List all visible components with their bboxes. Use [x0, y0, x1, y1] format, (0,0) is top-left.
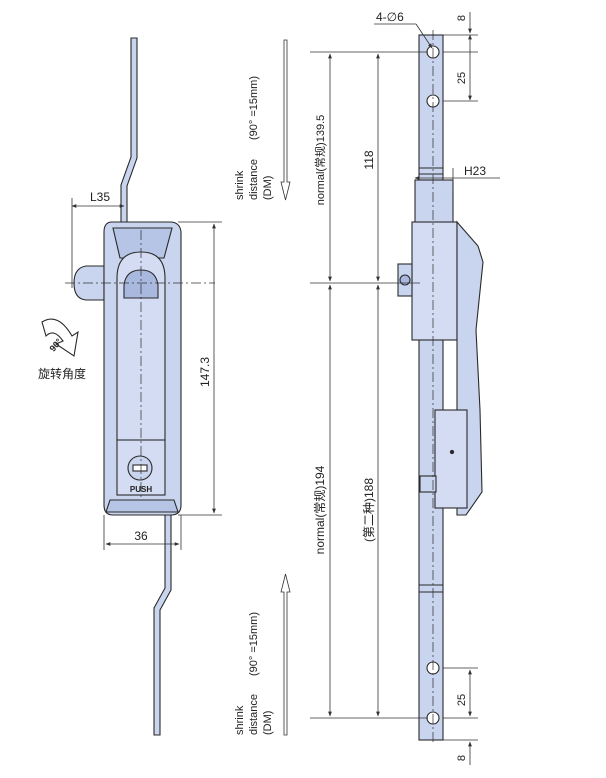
dim-147 [178, 221, 222, 516]
rotation-arrow-icon [41, 318, 79, 357]
lower-rod [153, 509, 172, 736]
dim-long [310, 51, 428, 719]
shrink-bot-line2: distance [248, 694, 260, 735]
key-slot [132, 464, 148, 472]
dim-h23 [414, 168, 500, 186]
dim-bottom-pitch: 25 [456, 694, 468, 706]
push-label: PUSH [130, 485, 152, 494]
dim-bottom-small [443, 667, 478, 765]
side-rod [418, 34, 444, 741]
shrink-top-line1: shrink [234, 170, 246, 200]
shrink-bot-line3: (DM) [262, 711, 274, 735]
dim-bottom-gap: 8 [456, 755, 468, 761]
hinge-block [414, 179, 454, 226]
front-view [73, 37, 182, 736]
dim-top-small [443, 12, 478, 102]
side-housing [411, 221, 458, 341]
shrink-top-line3: (DM) [262, 176, 274, 200]
dim-36-text: 36 [134, 529, 148, 543]
side-view [397, 30, 484, 745]
dim-top-gap: 8 [456, 15, 468, 21]
dim-36 [103, 515, 182, 550]
rotation-angle-label: 旋转角度 [38, 366, 86, 381]
shrink-bot-angle: (90° =15mm) [248, 612, 260, 676]
shrink-arrow-bottom [280, 573, 291, 736]
handle-bezel [112, 227, 173, 259]
upper-rod [120, 37, 138, 223]
shrink-arrow-top [280, 39, 291, 201]
shrink-top-line2: distance [248, 159, 260, 200]
lock-body-side [434, 409, 468, 509]
dim-h23-text: H23 [464, 164, 486, 178]
holes-label: 4-∅6 [376, 10, 404, 24]
dim-normal-upper: normal(常规)139.5 [313, 115, 327, 205]
dim-l35 [71, 198, 125, 288]
dim-normal-lower: normal(常规)194 [312, 465, 327, 554]
dim-top-pitch: 25 [456, 72, 468, 84]
dim-second-type: (第二种)188 [362, 478, 376, 542]
shrink-bot-line1: shrink [234, 705, 246, 735]
holes-leader [374, 23, 433, 49]
dim-l35-text: L35 [90, 190, 110, 204]
key-stub [419, 475, 437, 493]
dim-upper-span: 118 [362, 150, 376, 169]
dim-147-text: 147.3 [198, 357, 212, 387]
shrink-top-angle: (90° =15mm) [248, 76, 260, 140]
